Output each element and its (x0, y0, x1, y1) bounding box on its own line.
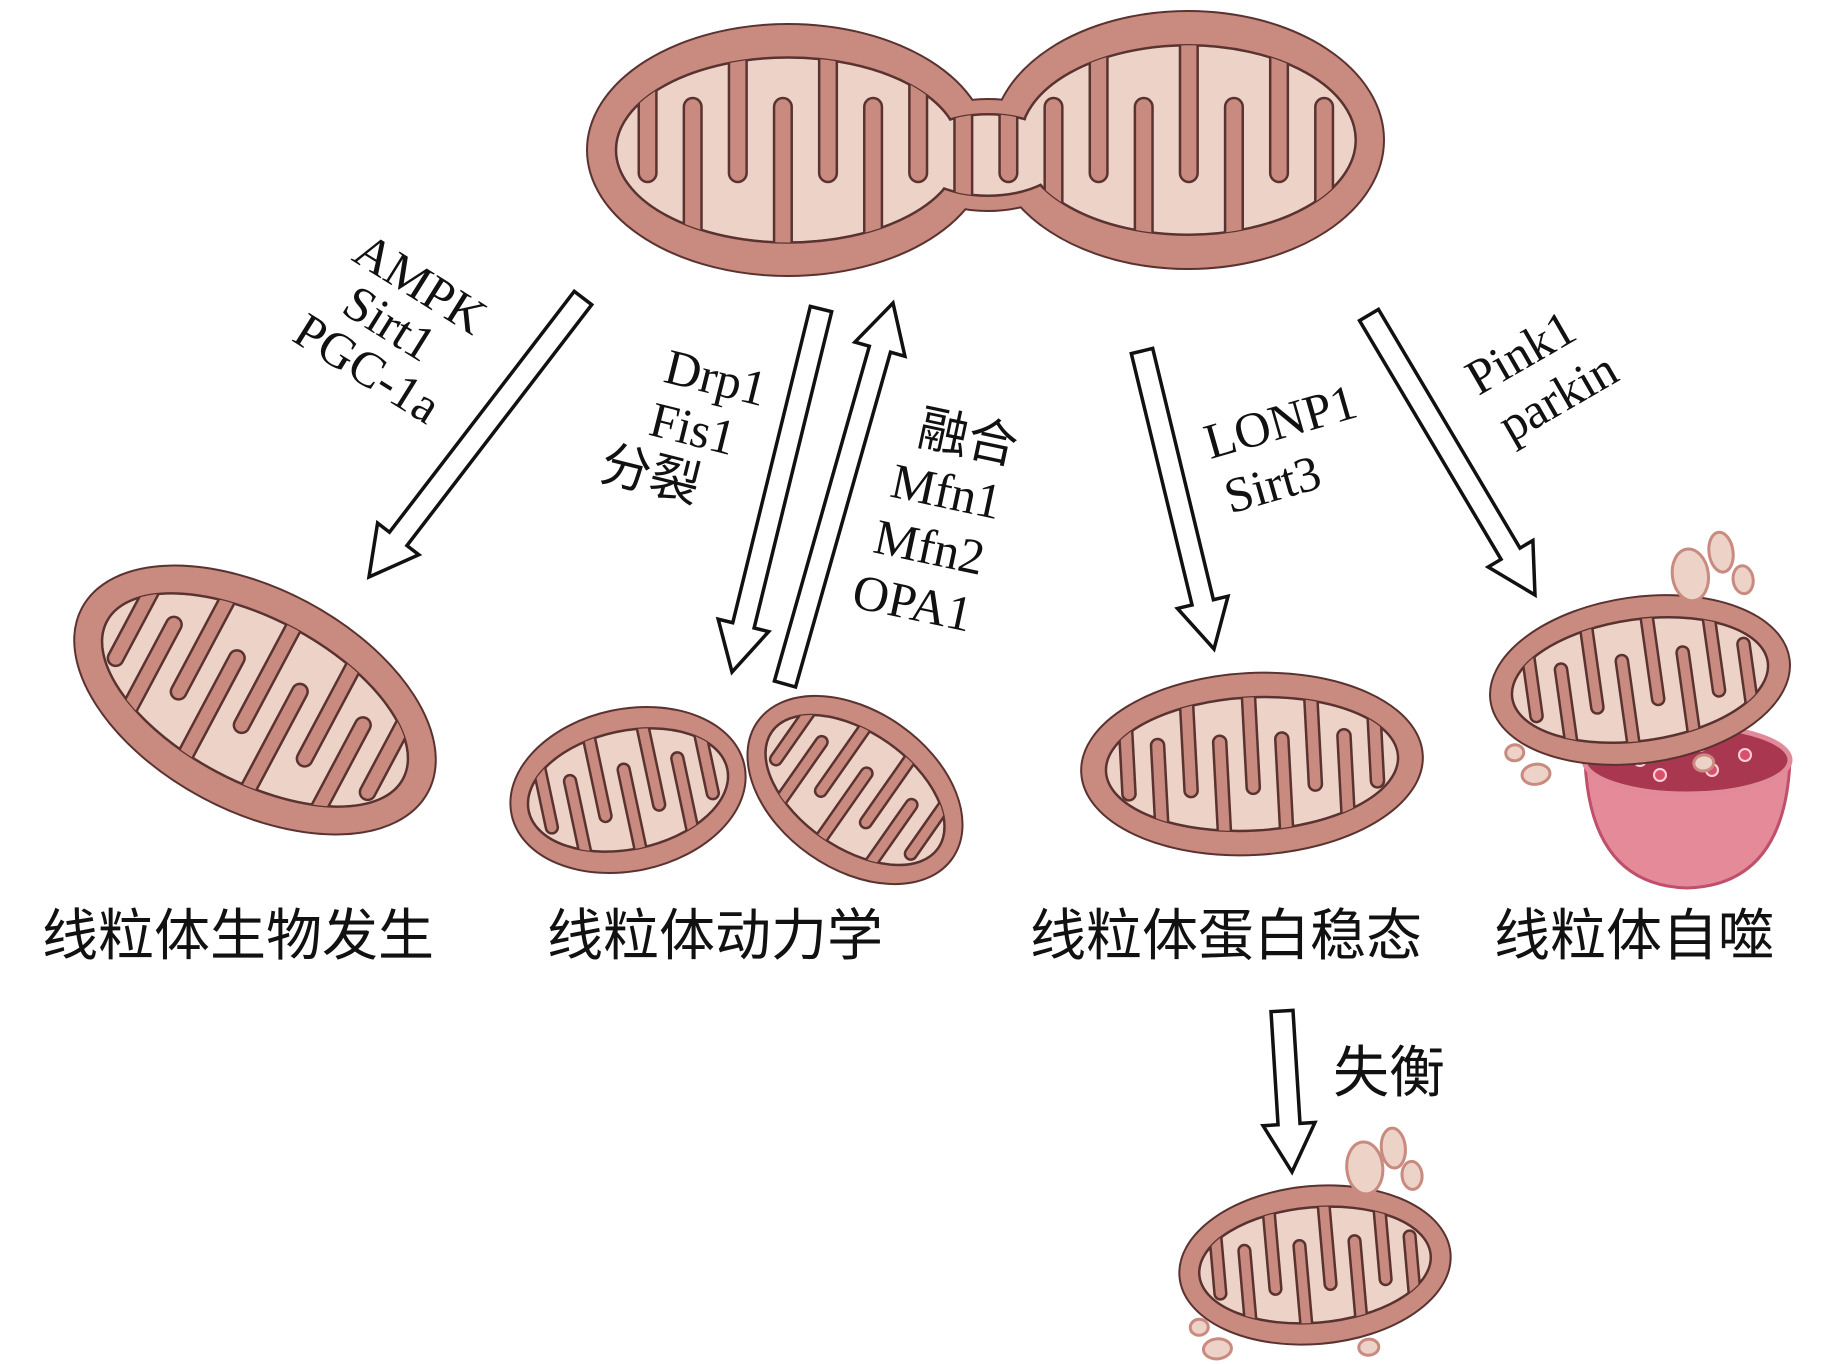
dividing-mitochondrion (586, 10, 1385, 277)
fission-factors: Drp1 Fis1 分裂 (595, 338, 772, 514)
healthy-mitochondrion (1080, 671, 1424, 857)
membrane-fragment (1201, 1337, 1233, 1361)
membrane-fragment (1692, 753, 1716, 773)
fission-mitochondrion-right (746, 684, 972, 893)
fusion-arrow (772, 299, 908, 690)
label-imbalance: 失衡 (1333, 1041, 1445, 1106)
membrane-fragment (1188, 1317, 1210, 1337)
fission-mitochondrion-left (509, 705, 747, 875)
biogenesis-factors: AMPK Sirt1 PGC-1a (284, 221, 496, 434)
membrane-fragment (1400, 1159, 1424, 1191)
biogenesis-arrow (366, 288, 595, 580)
membrane-fragment (1345, 1140, 1385, 1196)
label-biogenesis: 线粒体生物发生 (42, 904, 434, 969)
label-proteostasis: 线粒体蛋白稳态 (1030, 904, 1422, 969)
damaged-mitochondrion (1178, 1126, 1452, 1361)
membrane-fragment (1357, 1337, 1381, 1357)
membrane-fragment (1379, 1126, 1407, 1170)
imbalance-arrow (1260, 1008, 1318, 1176)
new-mitochondrion (73, 549, 438, 849)
mitophagy-factors: Pink1 parkin (1456, 299, 1627, 453)
mitophagy-arrow (1357, 306, 1537, 599)
membrane-fragment (1520, 762, 1552, 786)
membrane-fragment (1707, 530, 1735, 574)
membrane-fragment (1670, 547, 1711, 603)
label-mitophagy: 线粒体自噬 (1494, 904, 1774, 969)
fusion-factors: 融合 Mfn1 Mfn2 OPA1 (848, 400, 1023, 643)
engulfed-mitochondrion (1489, 530, 1791, 786)
proteostasis-factors: LONP1 Sirt3 (1198, 373, 1363, 524)
proteostasis-arrow (1129, 346, 1231, 653)
fission-arrow (715, 304, 834, 676)
label-dynamics: 线粒体动力学 (547, 904, 883, 969)
membrane-fragment (1731, 564, 1755, 596)
membrane-fragment (1504, 743, 1526, 763)
